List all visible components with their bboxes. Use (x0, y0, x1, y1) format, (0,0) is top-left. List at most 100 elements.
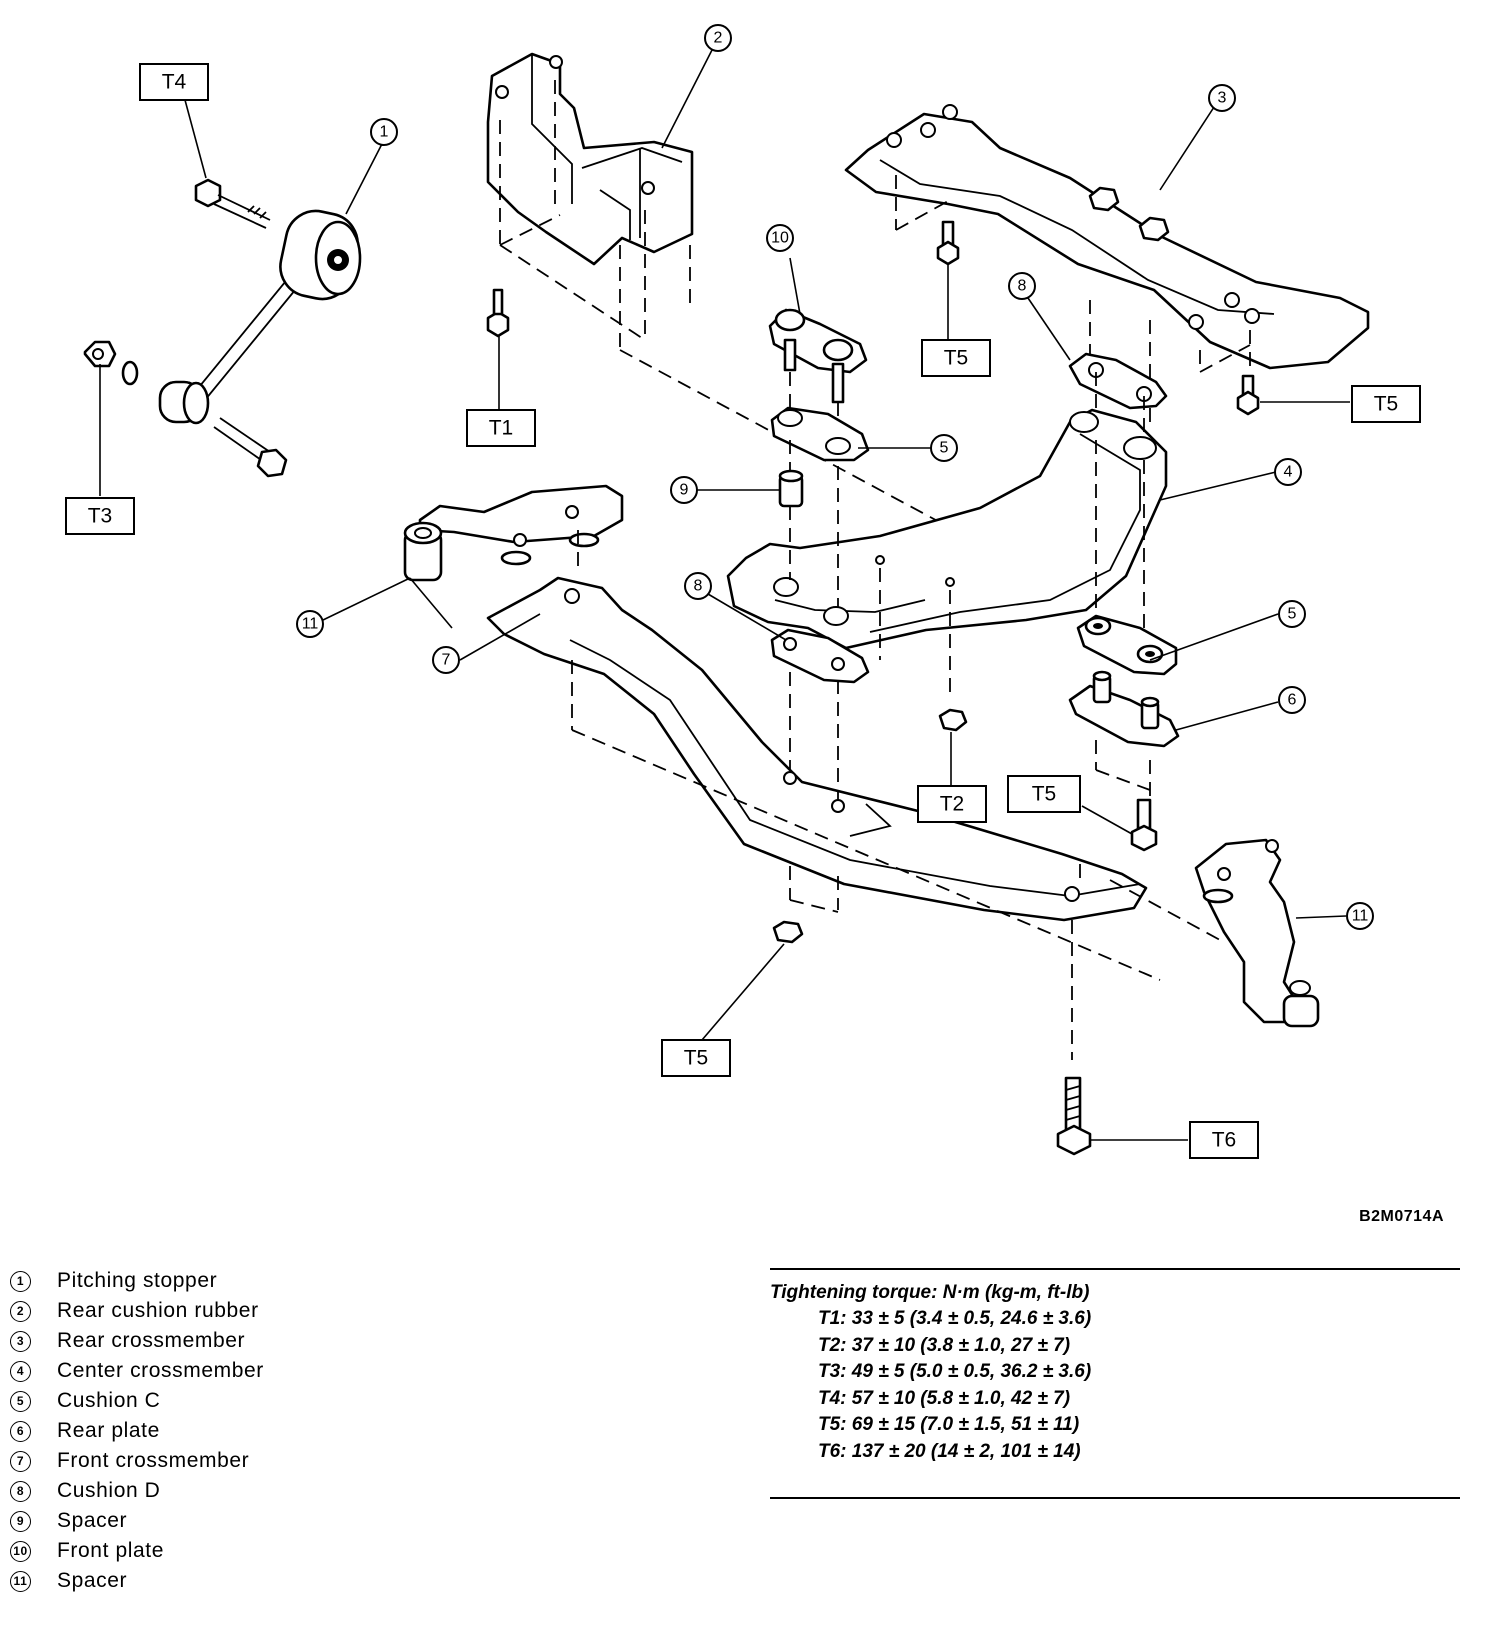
legend-item: 3 Rear crossmember (10, 1326, 264, 1356)
front-crossmember (486, 576, 1221, 1060)
callout-9: 9 (670, 476, 698, 504)
callout-8-lower: 8 (684, 572, 712, 600)
tag-t6: T6 (1189, 1121, 1259, 1159)
legend-number: 3 (10, 1330, 31, 1352)
legend-item: 10 Front plate (10, 1536, 264, 1566)
legend-number: 11 (10, 1570, 31, 1592)
svg-text:T3: T3 (88, 505, 113, 528)
legend-label: Cushion C (57, 1389, 161, 1412)
legend-label: Spacer (57, 1509, 128, 1532)
svg-text:T5: T5 (944, 347, 969, 370)
torque-row-t1: T1: 33 ± 5 (3.4 ± 0.5, 24.6 ± 3.6) (818, 1308, 1092, 1329)
legend-label: Front crossmember (57, 1449, 250, 1472)
cushion-c-upper (770, 406, 870, 608)
torque-spec-table: Tightening torque: N·m (kg-m, ft-lb) T1:… (770, 1268, 1460, 1499)
svg-text:6: 6 (1288, 692, 1297, 709)
tag-t1: T1 (466, 409, 536, 447)
cushion-c-lower (1076, 614, 1178, 676)
callout-5-lower: 5 (1278, 600, 1306, 628)
torque-heading: Tightening torque: N·m (kg-m, ft-lb) (770, 1282, 1090, 1303)
rear-plate (1068, 670, 1180, 800)
legend-item: 11 Spacer (10, 1566, 264, 1596)
callout-4: 4 (1274, 458, 1302, 486)
legend-item: 5 Cushion C (10, 1386, 264, 1416)
legend-label: Rear crossmember (57, 1329, 246, 1352)
legend-number: 2 (10, 1300, 31, 1322)
legend-label: Pitching stopper (57, 1269, 218, 1292)
svg-text:T6: T6 (1212, 1129, 1237, 1152)
torque-row-t6: T6: 137 ± 20 (14 ± 2, 101 ± 14) (818, 1440, 1081, 1462)
figure-code: B2M0714A (1359, 1208, 1444, 1225)
spacer-11-left (403, 484, 624, 582)
svg-text:7: 7 (442, 652, 451, 669)
legend-label: Cushion D (57, 1479, 161, 1502)
svg-text:T5: T5 (1032, 783, 1057, 806)
svg-text:11: 11 (1352, 908, 1369, 925)
legend-item: 9 Spacer (10, 1506, 264, 1536)
tag-t4: T4 (139, 63, 209, 101)
cushion-d-lower (770, 628, 870, 684)
legend-item: 2 Rear cushion rubber (10, 1296, 264, 1326)
svg-text:8: 8 (1018, 278, 1027, 295)
torque-row-t3: T3: 49 ± 5 (5.0 ± 0.5, 36.2 ± 3.6) (818, 1361, 1092, 1382)
legend-number: 1 (10, 1270, 31, 1292)
legend-label: Spacer (57, 1569, 128, 1592)
svg-text:T4: T4 (162, 71, 187, 94)
svg-text:T5: T5 (684, 1047, 709, 1070)
torque-row-t4: T4: 57 ± 10 (5.8 ± 1.0, 42 ± 7) (818, 1387, 1071, 1409)
cushion-d-upper (1068, 352, 1168, 410)
svg-text:T1: T1 (489, 417, 514, 440)
callout-5-upper: 5 (930, 434, 958, 462)
callout-8-upper: 8 (1008, 272, 1036, 300)
callout-6: 6 (1278, 686, 1306, 714)
legend-number: 9 (10, 1510, 31, 1532)
svg-text:T5: T5 (1374, 393, 1399, 416)
legend-item: 4 Center crossmember (10, 1356, 264, 1386)
svg-text:3: 3 (1218, 90, 1227, 107)
legend-label: Rear plate (57, 1419, 160, 1442)
svg-text:10: 10 (771, 230, 789, 247)
legend-number: 10 (10, 1540, 31, 1562)
svg-text:2: 2 (714, 30, 723, 47)
legend-label: Center crossmember (57, 1359, 264, 1382)
fasteners-lower (701, 708, 1188, 1156)
legend-label: Front plate (57, 1539, 164, 1562)
torque-row-t2: T2: 37 ± 10 (3.8 ± 1.0, 27 ± 7) (818, 1334, 1071, 1356)
callout-7: 7 (432, 646, 460, 674)
tag-t5-rear-left: T5 (921, 339, 991, 377)
torque-row-t5: T5: 69 ± 15 (7.0 ± 1.5, 51 ± 11) (818, 1414, 1080, 1435)
legend-item: 7 Front crossmember (10, 1446, 264, 1476)
callout-3: 3 (1208, 84, 1236, 112)
exploded-view-diagram: 1 2 3 4 5 5 6 7 8 8 9 10 (65, 24, 1421, 1159)
svg-text:11: 11 (302, 616, 319, 633)
spacer-9 (778, 469, 804, 508)
svg-text:8: 8 (694, 578, 703, 595)
svg-text:T2: T2 (940, 793, 965, 816)
spacer-11-right (1194, 838, 1320, 1028)
tag-t3: T3 (65, 497, 135, 535)
svg-text:5: 5 (1288, 606, 1297, 623)
callout-leaders (99, 49, 1347, 919)
legend-number: 7 (10, 1450, 31, 1472)
svg-text:4: 4 (1284, 464, 1293, 481)
legend-item: 8 Cushion D (10, 1476, 264, 1506)
tag-t2: T2 (917, 785, 987, 823)
svg-text:5: 5 (940, 440, 949, 457)
legend-number: 4 (10, 1360, 31, 1382)
rear-crossmember (844, 104, 1370, 430)
front-plate (768, 308, 868, 440)
callout-10: 10 (766, 224, 794, 252)
callout-11-right: 11 (1346, 902, 1374, 930)
legend-number: 5 (10, 1390, 31, 1412)
legend-number: 8 (10, 1480, 31, 1502)
legend-label: Rear cushion rubber (57, 1299, 259, 1322)
tag-t5-front: T5 (661, 1039, 731, 1077)
callout-1: 1 (370, 118, 398, 146)
legend-number: 6 (10, 1420, 31, 1442)
legend-item: 6 Rear plate (10, 1416, 264, 1446)
svg-text:1: 1 (380, 124, 389, 141)
pitching-stopper (83, 178, 362, 478)
tag-t5-mid: T5 (1007, 775, 1081, 813)
tag-t5-rear-right: T5 (1351, 385, 1421, 423)
callout-11-left: 11 (296, 610, 324, 638)
